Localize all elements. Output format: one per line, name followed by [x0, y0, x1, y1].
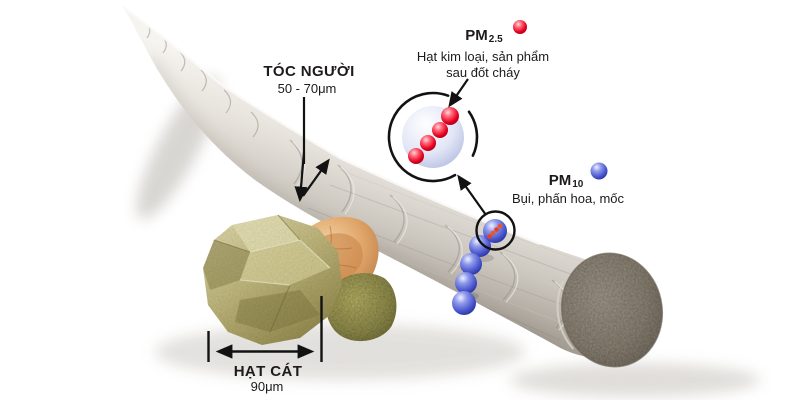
pm25-description-line1: Hạt kim loại, sản phẩm — [416, 49, 550, 64]
pm10-description: Bụi, phấn hoa, mốc — [511, 191, 625, 206]
pm25-description-line2: sau đốt cháy — [446, 65, 520, 80]
human-hair-illustration — [122, 6, 664, 368]
pm10-label-main: PM — [548, 172, 572, 189]
pm10-particle-chain — [452, 210, 516, 315]
pm25-label-subscript: 2.5 — [488, 34, 503, 45]
hair-cross-section — [556, 252, 664, 368]
zoom-source-circle — [475, 210, 516, 251]
hair-size-measure — [294, 97, 330, 203]
pm25-label-main: PM — [465, 27, 488, 44]
sand-size-label: 90μm — [250, 379, 284, 394]
pm25-particle-icon — [513, 20, 527, 34]
pm10-particle-icon — [590, 162, 608, 180]
magnified-pm25-chain — [408, 107, 459, 164]
sand-label: HẠT CÁT — [233, 363, 303, 380]
sand-grains-illustration — [203, 214, 397, 345]
magnifier-detail — [387, 91, 479, 183]
pm25-inside-pm10-icon — [487, 223, 503, 239]
sand-size-measure — [207, 296, 323, 362]
magnifier-link-arrow — [457, 174, 487, 216]
pm10-label-subscript: 10 — [572, 179, 584, 190]
pm25-pointer-arrow — [448, 78, 469, 108]
hair-size-label: 50 - 70μm — [277, 81, 337, 96]
hair-label: TÓC NGƯỜI — [263, 63, 355, 80]
